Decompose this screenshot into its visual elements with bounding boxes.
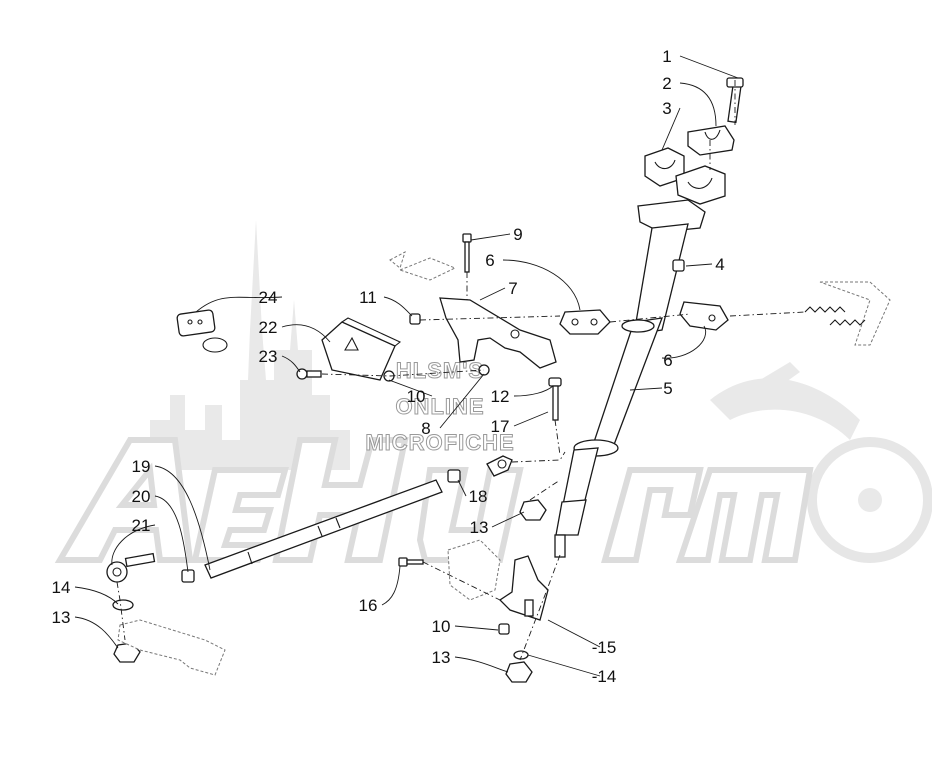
callout-labels: 12345667891010111213131314-14-1516171819… [52,47,725,686]
callout-c14a: 14 [52,578,71,597]
part-24-key [176,309,228,353]
part-23-screw [296,368,322,380]
part-14-washer-left [112,599,134,611]
callout-c13a: 13 [470,518,489,537]
watermark-motorcycle [710,362,932,563]
watermark-line-2: ONLINE [395,394,484,419]
callout-c1: 1 [662,47,671,66]
callout-c8: 8 [421,419,430,438]
part-6-bushing-left [559,309,611,335]
part-17-tie-rod-end [486,455,513,477]
callout-c7: 7 [508,279,517,298]
callout-c3: 3 [662,99,671,118]
callout-c11: 11 [359,288,377,307]
lower-housing-ghost [447,539,501,601]
callout-c6a: 6 [485,251,494,270]
callout-c9: 9 [513,225,522,244]
watermark-logo [54,437,814,563]
part-10-nut-lower [498,623,510,635]
part-13-nut-center [519,499,547,521]
callout-c19: 19 [132,457,151,476]
part-11-nut [409,313,421,325]
callout-c16: 16 [359,596,378,615]
steering-arm-left [117,619,226,676]
leader-lines [74,55,739,677]
watermark-skyline [150,220,350,470]
watermark-line-3: MICROFICHE [365,430,514,455]
callout-c2: 2 [662,74,671,93]
callout-c5: 5 [663,379,672,398]
callout-c15: -15 [592,638,617,657]
part-18-jam-nut [447,469,461,483]
callout-c4: 4 [715,255,724,274]
callout-c21: 21 [132,516,151,535]
spring-upper [804,306,846,313]
spring-lower [829,319,866,326]
part-2-upper-clamp [687,125,735,156]
callout-c22: 22 [259,318,278,337]
callout-c13c: 13 [52,608,71,627]
part-12-bolt [548,377,562,421]
callout-c20: 20 [132,487,151,506]
part-7-bracket [439,297,557,369]
part-15-lower-bracket [498,555,549,621]
callout-c12: 12 [491,387,510,406]
part-19-tie-rod [204,479,443,579]
callout-c23: 23 [259,347,278,366]
callout-c18: 18 [469,487,488,506]
part-3-lower-clamp [644,147,726,205]
part-16-bolt [398,557,424,567]
direction-arrow-right [819,281,891,346]
watermark-line-1: HLSM'S [396,358,484,383]
part-4-nut [672,259,685,272]
part-21-tie-rod-end [106,552,156,583]
callout-c14b: -14 [592,667,617,686]
callout-c17: 17 [491,417,510,436]
part-22-control-box [321,317,402,381]
callout-c10a: 10 [407,387,426,406]
callout-c24: 24 [259,288,278,307]
direction-arrow-left [389,250,457,281]
assembly-center-lines [116,80,806,661]
callout-c13b: 13 [432,648,451,667]
part-9-bolt [462,233,472,273]
part-6-bushing-right [679,301,729,331]
part-13-nut-lower [505,661,533,683]
callout-c6b: 6 [663,351,672,370]
callout-c10b: 10 [432,617,451,636]
part-5-steering-post [554,199,706,558]
